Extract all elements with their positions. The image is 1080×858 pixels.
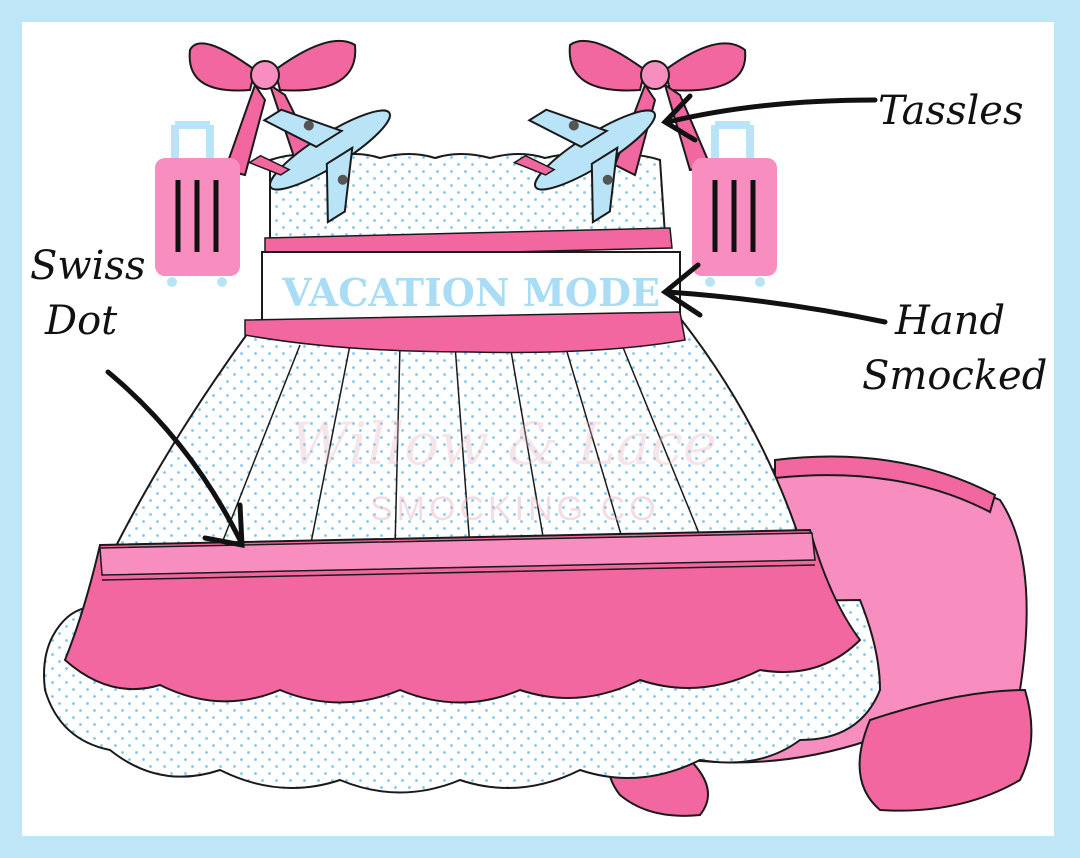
arrow-icon xyxy=(105,369,245,549)
suitcase-icon xyxy=(155,121,240,287)
bodice xyxy=(244,153,686,354)
callout-tassles: Tassles xyxy=(878,88,1024,134)
callout-swiss-line2: Dot xyxy=(45,298,118,344)
callout-hand-line2: Smocked xyxy=(862,353,1048,399)
arrow-icon xyxy=(661,93,878,143)
callout-hand-line1: Hand xyxy=(895,298,1006,344)
suitcase-icon xyxy=(692,121,777,287)
arrow-icon xyxy=(660,262,888,325)
bow-icon xyxy=(568,39,747,177)
watermark-script: Willow & Lace xyxy=(290,410,718,478)
airplane-icon xyxy=(247,108,391,224)
watermark-text: SMOCKING CO xyxy=(370,490,660,528)
dress xyxy=(43,316,882,794)
callout-swiss-line1: Swiss xyxy=(30,243,146,289)
smocked-text: VACATION MODE xyxy=(281,270,660,315)
airplane-icon xyxy=(512,108,656,224)
